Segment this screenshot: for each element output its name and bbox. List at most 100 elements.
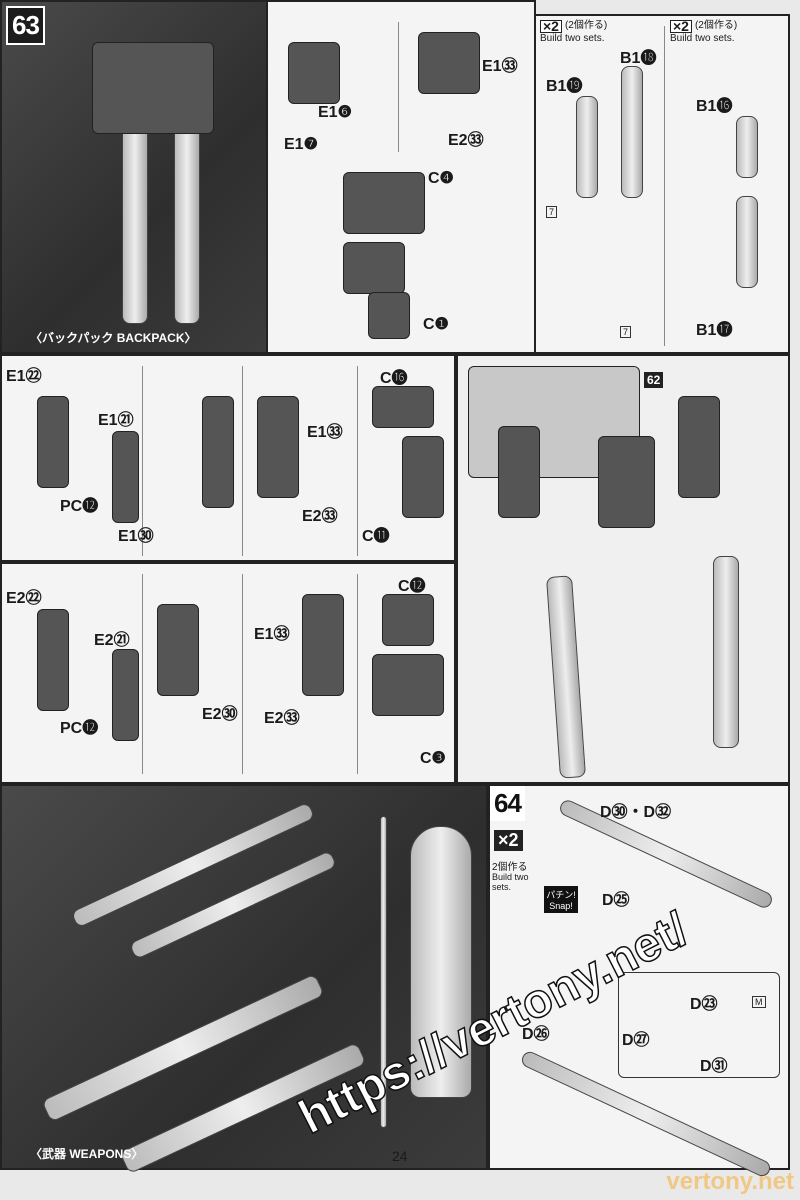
- part: [157, 604, 199, 696]
- watermark-logo: vertony.net: [666, 1168, 794, 1195]
- rifle: [70, 801, 316, 929]
- step-number: 64: [490, 786, 525, 821]
- part-label: C⓫: [362, 528, 390, 545]
- part: [372, 386, 434, 428]
- tool-mark: M: [752, 996, 766, 1008]
- tube: [545, 575, 587, 779]
- multiplier: ×2: [670, 19, 692, 33]
- build-note: ×2(2個作る)Build two sets.: [540, 19, 608, 44]
- backpack-tube: [122, 122, 148, 324]
- part: [372, 654, 444, 716]
- multiplier: ×2: [494, 830, 523, 851]
- part-label: B1⓰: [696, 98, 733, 115]
- divider: [142, 366, 143, 556]
- part-label: C⓰: [380, 370, 408, 387]
- part-label: E1❼: [284, 136, 318, 153]
- part-label: E1❻: [318, 104, 352, 121]
- part-label: C❶: [423, 316, 449, 333]
- caption: 〈武器 WEAPONS〉: [30, 1147, 144, 1161]
- part: [37, 396, 69, 488]
- backpack-tube: [174, 122, 200, 324]
- step62-photo: 62: [456, 354, 790, 784]
- part-label: C❸: [420, 750, 446, 767]
- tube: [621, 66, 643, 198]
- part: [382, 594, 434, 646]
- note-en: Build two sets.: [492, 872, 529, 892]
- beam-saber: [380, 816, 387, 1128]
- tube: [713, 556, 739, 748]
- part: [598, 436, 655, 528]
- part-label: D㉛: [700, 1058, 728, 1075]
- step63-photo: 63 〈バックパック BACKPACK〉: [0, 0, 268, 354]
- part-label: E2㉝: [302, 508, 338, 525]
- part-label: D㉚・D㉜: [600, 804, 672, 821]
- part-label: E1㉝: [307, 424, 343, 441]
- divider: [242, 574, 243, 774]
- part: [202, 396, 234, 508]
- step63-tubes: ×2(2個作る)Build two sets. ×2(2個作る)Build tw…: [534, 14, 790, 354]
- part: [402, 436, 444, 518]
- note-jp: (2個作る): [564, 20, 608, 31]
- part-label: E2㉚: [202, 706, 238, 723]
- note-jp: (2個作る): [694, 20, 738, 31]
- part: [343, 172, 425, 234]
- part-label: E2㉑: [94, 632, 130, 649]
- part-label: PC⓬: [60, 498, 99, 515]
- weapons-photo: 〈武器 WEAPONS〉: [0, 784, 488, 1175]
- part-label: E2㉝: [264, 710, 300, 727]
- row-e1: E1㉒ E1㉑ E1㉚ E1㉝ E2㉝ C⓰ C⓫ PC⓬: [0, 354, 456, 562]
- part-label: D㉖: [522, 1026, 550, 1043]
- step-ref: 62: [644, 372, 664, 388]
- tube: [576, 96, 598, 198]
- part: [288, 42, 340, 104]
- step64: 64 ×2 2個作る Build two sets. パチン! Snap! D㉚…: [488, 784, 790, 1179]
- note-jp: 2個作る: [492, 862, 528, 873]
- tool-mark: 7: [546, 206, 558, 218]
- multiplier: ×2: [540, 19, 562, 33]
- detail-box: [618, 972, 780, 1078]
- shield: [410, 826, 472, 1098]
- part-label: C❹: [428, 170, 454, 187]
- build-note: ×2(2個作る) Build two sets.: [670, 19, 738, 44]
- divider: [357, 366, 358, 556]
- tube: [736, 116, 758, 178]
- part-label: B1⓳: [546, 78, 583, 95]
- tube: [736, 196, 758, 288]
- part-label: E1㉑: [98, 412, 134, 429]
- divider: [357, 574, 358, 774]
- step-number: 63: [6, 6, 45, 45]
- part-label: C⓬: [398, 578, 426, 595]
- backpack-part: [92, 42, 214, 134]
- part-label: B1⓲: [620, 50, 657, 67]
- step63-assembly: E1❻ E1❼ E1㉝ E2㉝ C❹ C❶: [266, 0, 536, 354]
- part-label: D㉓: [690, 996, 718, 1013]
- part: [112, 649, 139, 741]
- divider: [242, 366, 243, 556]
- part-label: E1㉒: [6, 368, 42, 385]
- part: [498, 426, 540, 518]
- rifle: [128, 849, 338, 961]
- row-e2: E2㉒ E2㉑ E2㉚ E1㉝ E2㉝ C⓬ C❸ PC⓬: [0, 562, 456, 784]
- part-label: PC⓬: [60, 720, 99, 737]
- divider: [398, 22, 399, 152]
- part-label: D㉗: [622, 1032, 650, 1049]
- divider: [142, 574, 143, 774]
- caption: 〈バックパック BACKPACK〉: [30, 331, 197, 345]
- part-label: E2㉝: [448, 132, 484, 149]
- part: [368, 292, 410, 339]
- part: [302, 594, 344, 696]
- part: [257, 396, 299, 498]
- divider: [664, 26, 665, 346]
- part: [418, 32, 480, 94]
- part-label: B1⓱: [696, 322, 733, 339]
- part-label: E2㉒: [6, 590, 42, 607]
- part: [37, 609, 69, 711]
- part: [112, 431, 139, 523]
- page-number: 24: [392, 1148, 408, 1164]
- part: [678, 396, 720, 498]
- part-label: E1㉝: [482, 58, 518, 75]
- part: [343, 242, 405, 294]
- note-en: Build two sets.: [670, 33, 735, 44]
- part-label: E1㉝: [254, 626, 290, 643]
- tool-mark: 7: [620, 326, 632, 338]
